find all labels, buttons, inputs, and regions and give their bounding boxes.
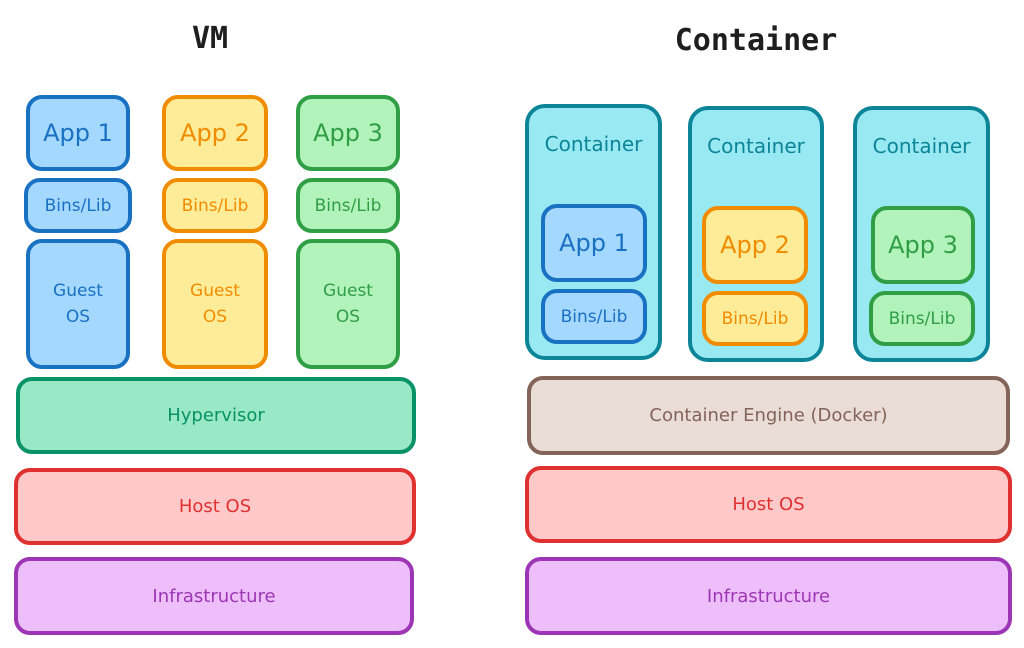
container-app-2: App 2 [702,206,808,284]
vm-bins-lib-1: Bins/Lib [24,178,132,233]
vm-guest-os-1: Guest OS [26,239,130,369]
container-infrastructure: Infrastructure [525,557,1012,635]
container-bins-lib-2: Bins/Lib [702,291,808,346]
vm-hypervisor: Hypervisor [16,377,416,454]
container-bins-lib-1: Bins/Lib [541,289,647,344]
container-bins-lib-3: Bins/Lib [869,291,975,346]
vm-host-os: Host OS [14,468,416,545]
container-title: Container [674,22,838,58]
vm-guest-os-2: Guest OS [162,239,268,369]
vm-guest-os-3: Guest OS [296,239,400,369]
vm-app-1: App 1 [26,95,130,171]
container-host-os: Host OS [525,466,1012,543]
vm-app-2: App 2 [162,95,268,171]
container-app-3: App 3 [871,206,975,284]
vm-app-3: App 3 [296,95,400,171]
vm-infrastructure: Infrastructure [14,557,414,635]
container-app-1: App 1 [541,204,647,282]
container-engine: Container Engine (Docker) [527,376,1010,455]
vm-title: VM [191,20,229,56]
vm-bins-lib-3: Bins/Lib [296,178,400,233]
vm-bins-lib-2: Bins/Lib [162,178,268,233]
